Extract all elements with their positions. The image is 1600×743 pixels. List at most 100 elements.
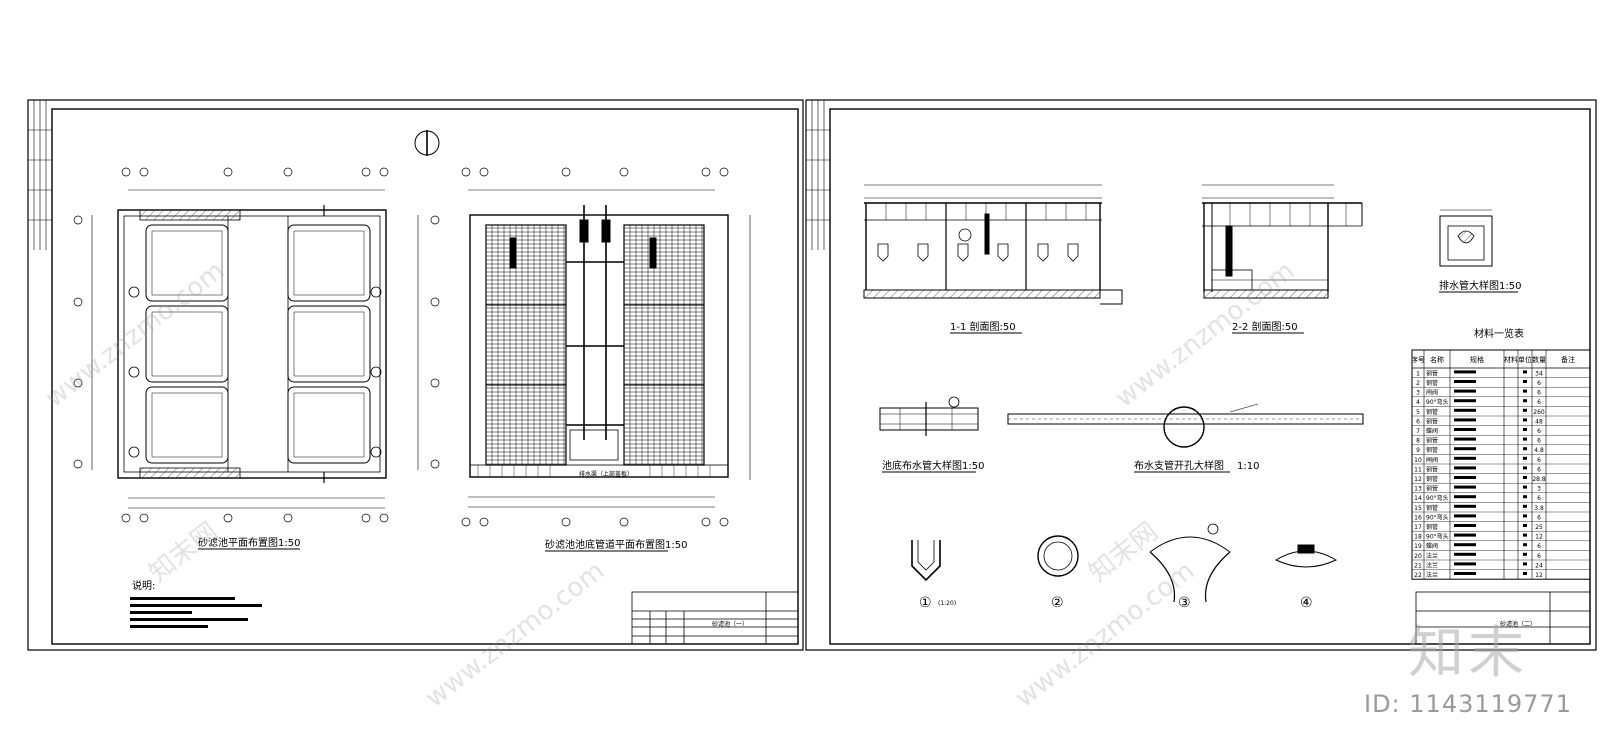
materials-row-unit <box>1523 552 1527 556</box>
materials-row-spec <box>1454 552 1476 556</box>
materials-row-unit <box>1523 370 1527 374</box>
section-2-2-title: 2-2 剖面图:50 <box>1232 320 1298 333</box>
materials-row-no: 9 <box>1416 447 1420 454</box>
materials-row-unit <box>1523 447 1527 451</box>
materials-row-no: 4 <box>1416 399 1420 406</box>
materials-row-qty: 6 <box>1537 399 1541 406</box>
materials-row-name: 闸阀 <box>1426 456 1438 464</box>
drain-pipe-detail-title: 排水管大样图1:50 <box>1439 279 1521 292</box>
materials-row-name: 钢管 <box>1426 408 1438 416</box>
materials-row-name: 钢管 <box>1426 437 1438 445</box>
materials-row-no: 21 <box>1414 562 1422 569</box>
materials-row-name: 钢管 <box>1426 504 1438 512</box>
sheet-2-title-block <box>1415 591 1591 645</box>
materials-row-no: 19 <box>1414 543 1422 550</box>
detail-4-mark: ④ <box>1300 595 1313 611</box>
materials-table-header: 备注 <box>1561 355 1575 364</box>
materials-row-no: 3 <box>1416 390 1420 397</box>
materials-row-qty: 34 <box>1535 370 1543 377</box>
materials-row-unit <box>1523 485 1527 489</box>
materials-row-spec <box>1454 380 1476 383</box>
bottom-pipe-detail-view <box>879 396 979 436</box>
branch-hole-detail-view <box>1007 403 1364 448</box>
materials-row-no: 1 <box>1416 370 1420 377</box>
sheet-2-outer-border <box>805 99 1597 651</box>
materials-row-spec <box>1454 418 1476 422</box>
materials-row-qty: 6 <box>1537 543 1541 550</box>
detail-1-scale: (1:20) <box>938 600 956 607</box>
materials-row-spec <box>1454 543 1476 547</box>
pipe-plan-axis-bubbles <box>461 167 729 527</box>
sheet-1-title-block-name: 砂滤池（一） <box>712 620 748 628</box>
materials-row-no: 7 <box>1416 428 1420 435</box>
materials-row-qty: 6 <box>1537 466 1541 473</box>
materials-row-spec <box>1454 428 1476 431</box>
materials-row-name: 钢管 <box>1426 475 1438 483</box>
pipe-plan-view <box>468 189 751 508</box>
materials-row-qty: 4.8 <box>1534 447 1544 454</box>
materials-row-unit <box>1523 408 1527 412</box>
detail-marks: ① ② ③ ④ <box>919 595 1313 611</box>
materials-row-unit <box>1523 533 1527 537</box>
section-2-2-view <box>1202 184 1363 299</box>
filter-plan-axis-bubbles <box>73 167 440 523</box>
materials-row-unit <box>1523 456 1527 460</box>
detail-2-mark: ② <box>1051 595 1064 611</box>
materials-row-spec <box>1454 399 1476 403</box>
drain-channel-label: 排水渠（上部盖板） <box>579 470 633 478</box>
materials-row-name: 钢管 <box>1426 485 1438 493</box>
materials-row-qty: 6 <box>1537 495 1541 502</box>
materials-table-header: 单位 <box>1518 355 1532 364</box>
sheet-1-binding-strip <box>28 100 52 250</box>
materials-table-header: 规格 <box>1470 355 1484 364</box>
bottom-pipe-detail-title: 池底布水管大样图1:50 <box>882 459 984 472</box>
detail-2-view <box>1037 535 1079 577</box>
materials-row-unit <box>1523 476 1527 479</box>
notes-heading: 说明: <box>132 579 155 592</box>
detail-3-view <box>1149 523 1231 603</box>
materials-row-spec <box>1454 456 1476 460</box>
materials-row-unit <box>1523 562 1527 566</box>
materials-row-unit <box>1523 495 1527 499</box>
materials-row-name: 钢管 <box>1426 523 1438 531</box>
materials-row-qty: 6 <box>1537 438 1541 445</box>
materials-table-title: 材料一览表 <box>1474 327 1524 340</box>
materials-row-qty: 12 <box>1535 572 1543 579</box>
notes-text-lines <box>130 597 262 628</box>
materials-row-name: 蝶阀 <box>1426 542 1438 550</box>
materials-row-no: 12 <box>1414 476 1422 483</box>
materials-table-header: 材料 <box>1504 355 1518 364</box>
branch-hole-detail-scale: 1:10 <box>1237 461 1259 472</box>
materials-row-qty: 6 <box>1537 457 1541 464</box>
materials-row-qty: 6 <box>1537 553 1541 560</box>
materials-row-qty: 6 <box>1537 428 1541 435</box>
sheet-1-outer-border <box>27 99 804 651</box>
materials-row-no: 18 <box>1414 534 1422 541</box>
materials-row-unit <box>1523 380 1527 383</box>
materials-row-no: 13 <box>1414 486 1422 493</box>
materials-row-unit <box>1523 418 1527 422</box>
materials-row-no: 8 <box>1416 438 1420 445</box>
materials-row-qty: 3 <box>1537 486 1541 493</box>
section-1-1-view <box>863 184 1123 305</box>
materials-row-spec <box>1454 562 1476 566</box>
materials-row-qty: 48 <box>1535 418 1543 425</box>
materials-row-qty: 260 <box>1533 409 1545 416</box>
materials-row-spec <box>1454 572 1476 575</box>
materials-row-qty: 28.8 <box>1532 476 1546 483</box>
filter-plan-title: 砂滤池平面布置图1:50 <box>198 536 300 549</box>
materials-row-qty: 6 <box>1537 380 1541 387</box>
materials-row-name: 法兰 <box>1426 571 1438 579</box>
materials-row-qty: 6 <box>1537 514 1541 521</box>
section-1-1-title: 1-1 剖面图:50 <box>950 320 1016 333</box>
materials-row-unit <box>1523 437 1527 441</box>
materials-row-spec <box>1454 437 1476 441</box>
materials-row-no: 20 <box>1414 553 1422 560</box>
materials-table-header: 序号 <box>1411 355 1425 364</box>
materials-row-qty: 12 <box>1535 534 1543 541</box>
materials-row-qty: 25 <box>1535 524 1543 531</box>
materials-row-no: 16 <box>1414 514 1422 521</box>
materials-row-name: 90°弯头 <box>1426 533 1449 541</box>
materials-row-no: 17 <box>1414 524 1422 531</box>
